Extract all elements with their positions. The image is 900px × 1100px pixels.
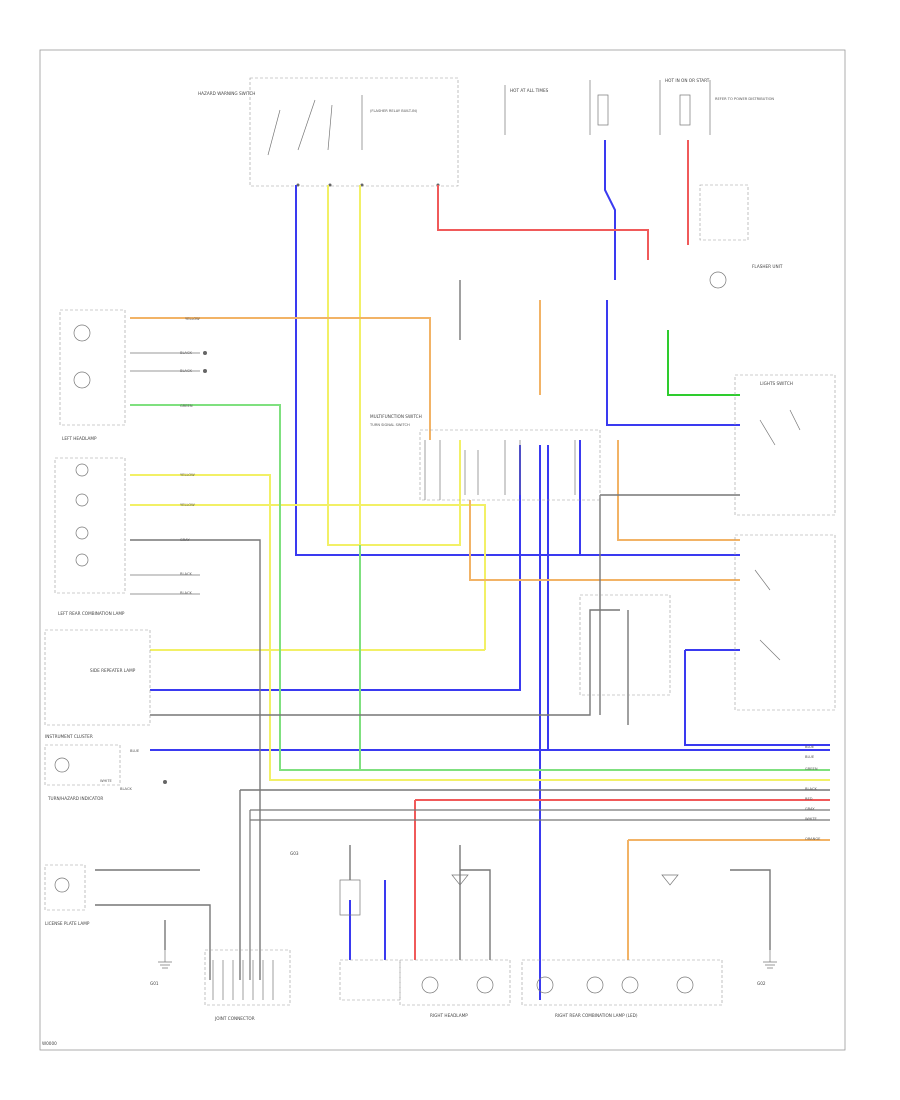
bus-row-8: ORANGE [805, 837, 821, 841]
wires [95, 140, 830, 1000]
flasher-unit-label: FLASHER UNIT [752, 264, 783, 269]
turn-signal-switch-sub: TURN SIGNAL SWITCH [369, 423, 410, 427]
power-sources: HOT AT ALL TIMES HOT IN ON OR START REFE… [504, 78, 774, 135]
instrument-cluster-label: INSTRUMENT CLUSTER [45, 734, 93, 739]
right-headlamp: RIGHT HEADLAMP [399, 874, 511, 1018]
diagram-frame [39, 49, 846, 1051]
joint-connector: JOINT CONNECTOR [204, 949, 291, 1021]
lh-row-4: GREEN [180, 404, 193, 408]
side-repeater-left: SIDE REPEATER LAMP [44, 629, 151, 726]
cluster-row-2: WHITE [100, 779, 113, 783]
lights-switch-label: LIGHTS SWITCH [760, 381, 793, 386]
right-rear-combination-lamp: RIGHT REAR COMBINATION LAMP (LED) [521, 874, 723, 1018]
lr-row-3: GRAY [180, 538, 190, 542]
hazard-switch: HAZARD WARNING SWITCH (FLASHER RELAY BUI… [198, 77, 459, 187]
footer-code: W0000 [42, 1041, 57, 1046]
license-plate-lamp: LICENSE PLATE LAMP [44, 864, 90, 926]
hazard-switch-note: (FLASHER RELAY BUILT-IN) [370, 109, 418, 113]
bus-row-6: GRAY [805, 807, 815, 811]
instrument-cluster: INSTRUMENT CLUSTER TURN/HAZARD INDICATOR… [44, 734, 167, 801]
turn-indicator-label: TURN/HAZARD INDICATOR [47, 796, 103, 801]
flasher-unit: FLASHER UNIT [699, 184, 783, 289]
turn-signal-switch: MULTIFUNCTION SWITCH TURN SIGNAL SWITCH [369, 414, 601, 501]
bus-row-2: BLUE [805, 755, 815, 759]
ground-left-label: G01 [150, 981, 159, 986]
cluster-row-1: BLUE [130, 749, 140, 753]
left-rear-combination-lamp: LEFT REAR COMBINATION LAMP YELLOW YELLOW… [54, 457, 200, 616]
fuse-right-label: HOT IN ON OR START [665, 78, 710, 83]
lr-row-1: YELLOW [180, 473, 195, 477]
left-rear-combo-label: LEFT REAR COMBINATION LAMP [58, 611, 125, 616]
cluster-row-3: BLACK [120, 787, 132, 791]
hazard-switch-label: HAZARD WARNING SWITCH [198, 91, 255, 96]
right-headlamp-label: RIGHT HEADLAMP [430, 1013, 468, 1018]
ground-right-label: G02 [757, 981, 766, 986]
right-bus-labels: BLUE BLUE GREEN BLACK RED GRAY WHITE ORA… [805, 745, 821, 841]
fuse-note-label: REFER TO POWER DISTRIBUTION [715, 97, 774, 101]
bus-row-4: BLACK [805, 787, 817, 791]
license-plate-label: LICENSE PLATE LAMP [45, 921, 90, 926]
ground-left: G01 [150, 950, 172, 986]
bus-row-3: GREEN [805, 767, 818, 771]
lr-row-5: BLACK [180, 591, 192, 595]
center-lower-lamp: G03 [290, 851, 401, 1001]
lr-row-4: BLACK [180, 572, 192, 576]
ground-center-label: G03 [290, 851, 299, 856]
lights-switch: LIGHTS SWITCH [734, 374, 836, 516]
fuse-left-label: HOT AT ALL TIMES [510, 88, 549, 93]
ground-right: G02 [757, 950, 777, 986]
right-rear-combo-label: RIGHT REAR COMBINATION LAMP (LED) [555, 1013, 638, 1018]
bus-row-5: RED [805, 797, 813, 801]
joint-connector-label: JOINT CONNECTOR [214, 1016, 255, 1021]
left-headlamp: LEFT HEADLAMP YELLOW BLACK BLACK GREEN [59, 309, 207, 441]
lr-row-2: YELLOW [180, 503, 195, 507]
turn-signal-switch-label: MULTIFUNCTION SWITCH [370, 414, 422, 419]
bus-row-7: WHITE [805, 817, 818, 821]
hazard-relay-box [579, 534, 836, 711]
left-headlamp-label: LEFT HEADLAMP [62, 436, 97, 441]
side-repeater-label: SIDE REPEATER LAMP [90, 668, 136, 673]
lh-row-1: YELLOW [185, 317, 200, 321]
bus-row-1: BLUE [805, 745, 815, 749]
